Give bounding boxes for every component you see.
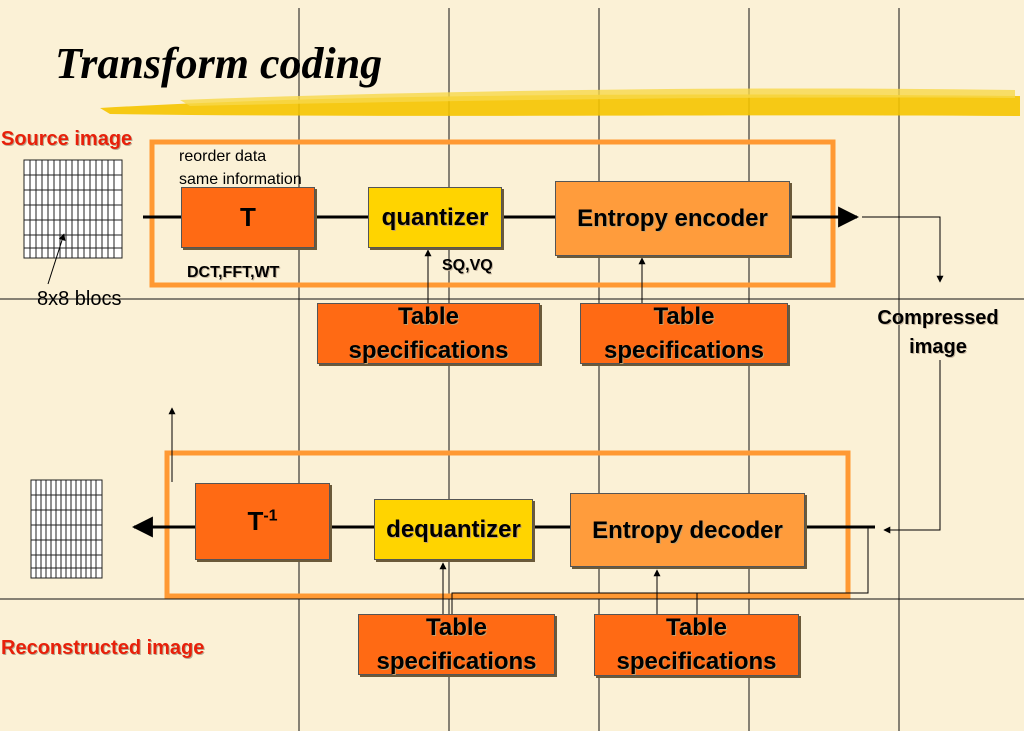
transform-block-label: T (240, 202, 256, 232)
encoder-quant-table-block: Table specifications (317, 303, 540, 364)
entropy-decoder-block-label: Entropy decoder (592, 517, 783, 544)
decoder-entropy-table-line1: Table (666, 614, 727, 641)
decoder-quant-table-block: Table specifications (358, 614, 555, 675)
decoder-connectors (131, 360, 941, 614)
encoder-connectors (47, 206, 944, 303)
quantizer-block: quantizer (368, 187, 502, 248)
blocs-label: 8x8 blocs (37, 288, 122, 310)
quantizer-block-label: quantizer (381, 203, 489, 231)
reconstructed-image-grid (30, 479, 103, 579)
reorder-note-line1: reorder data (179, 148, 267, 165)
source-image-label: Source image (1, 128, 133, 150)
background-grid (0, 8, 1024, 731)
quantizer-types-label: SQ,VQ (442, 257, 493, 274)
dequantizer-block: dequantizer (374, 499, 533, 560)
compressed-image-line1: Compressed (877, 307, 999, 329)
decoder-quant-table-line2: specifications (376, 647, 537, 675)
encoder-quant-table-line2: specifications (348, 336, 509, 364)
compressed-image-label: Compressed image (858, 304, 1018, 362)
inverse-transform-block: T-1 (195, 483, 330, 560)
reconstructed-image-label: Reconstructed image (1, 637, 205, 659)
reorder-note-line2: same information (179, 171, 302, 188)
source-image-grid (23, 159, 123, 259)
title-underline-stroke (100, 88, 1020, 116)
entropy-encoder-block-label: Entropy encoder (577, 205, 768, 232)
encoder-entropy-table-line2: specifications (603, 336, 765, 364)
encoder-entropy-table-line1: Table (653, 302, 715, 330)
decoder-entropy-table-line2: specifications (616, 648, 777, 675)
inverse-transform-exponent: -1 (263, 507, 278, 525)
transform-types-label: DCT,FFT,WT (187, 264, 280, 281)
entropy-decoder-block: Entropy decoder (570, 493, 805, 567)
compressed-image-line2: image (909, 336, 967, 358)
decoder-entropy-table-block: Table specifications (594, 614, 799, 676)
encoder-frame (149, 139, 836, 288)
inverse-transform-label: T-1 (247, 506, 277, 537)
entropy-encoder-block: Entropy encoder (555, 181, 790, 256)
reorder-note: reorder data same information (179, 145, 302, 191)
transform-block: T (181, 187, 315, 248)
decoder-frame (164, 450, 851, 599)
inverse-transform-base: T (247, 506, 264, 536)
encoder-quant-table-line1: Table (398, 302, 459, 330)
decoder-quant-table-line1: Table (426, 613, 487, 641)
page-title: Transform coding (55, 39, 383, 88)
encoder-entropy-table-block: Table specifications (580, 303, 788, 364)
dequantizer-block-label: dequantizer (386, 515, 521, 543)
